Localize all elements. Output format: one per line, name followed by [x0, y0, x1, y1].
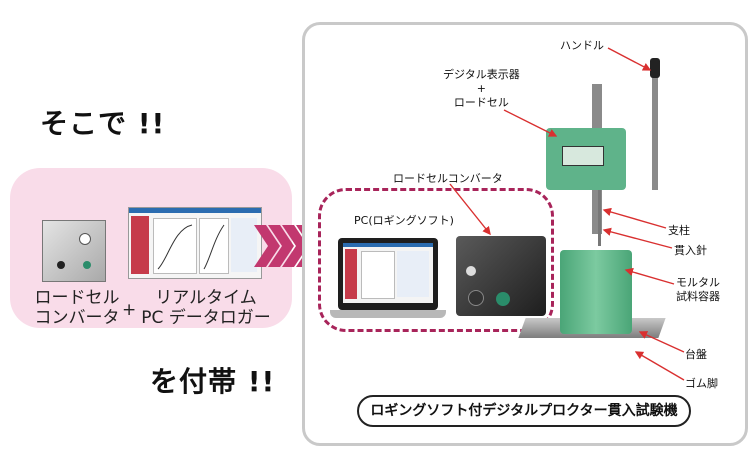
callout-pc: PC(ロギングソフト): [354, 214, 454, 227]
converter-label: ロードセル コンバータ: [34, 288, 120, 328]
needle: [598, 190, 601, 246]
callout-needle: 貫入針: [674, 244, 707, 257]
logging-kit-outline: [318, 188, 554, 332]
converter-image: [42, 220, 106, 282]
callout-container: モルタル 試料容器: [676, 276, 720, 303]
logger-screen-image: [128, 207, 262, 279]
heading-bottom: を付帯 !!: [150, 365, 276, 398]
laptop-image: [338, 238, 438, 310]
laptop-base: [330, 310, 446, 318]
callout-base: 台盤: [685, 348, 707, 361]
callout-feet: ゴム脚: [685, 377, 718, 390]
photo-converter-image: [456, 236, 546, 316]
callout-handle: ハンドル: [560, 39, 604, 52]
logger-chart-icon: [157, 224, 193, 270]
product-photo-frame: [302, 22, 748, 446]
plus-sign: +: [122, 300, 137, 320]
product-caption: ロギングソフト付デジタルプロクター貫入試験機: [357, 395, 691, 427]
display-head: [546, 128, 626, 190]
callout-converter: ロードセルコンバータ: [393, 172, 503, 185]
heading-top: そこで !!: [40, 107, 166, 140]
logger-label: リアルタイム PC データロガー: [141, 288, 271, 328]
handle-grip: [650, 58, 660, 78]
callout-pillar: 支柱: [668, 224, 690, 237]
callout-display: デジタル表示器 + ロードセル: [443, 68, 520, 109]
mortar-container: [560, 250, 632, 334]
handle-lever: [652, 60, 658, 190]
